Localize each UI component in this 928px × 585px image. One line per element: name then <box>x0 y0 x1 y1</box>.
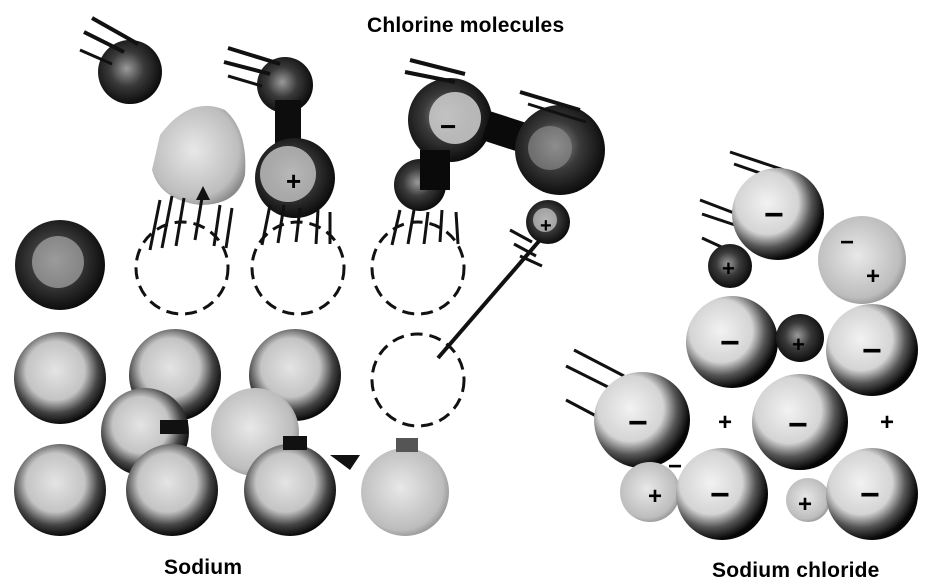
negative-sign: − <box>862 332 882 370</box>
lattice-bond <box>330 455 360 470</box>
chlorine-molecule-2: + <box>224 48 335 218</box>
lattice-bond <box>160 420 188 434</box>
lattice-bond <box>396 438 418 452</box>
vacant-site <box>372 222 464 314</box>
negative-sign: − <box>788 406 808 444</box>
chlorine-electron-cloud <box>152 106 245 205</box>
vacant-site <box>372 334 464 426</box>
sodium-chloride-crystal: − + − + − + − − + − + + − − + − <box>566 152 918 540</box>
positive-sign: + <box>798 491 812 518</box>
chlorine-atom-moving <box>80 18 162 104</box>
negative-sign: − <box>720 324 740 362</box>
negative-sign: − <box>764 196 784 234</box>
positive-sign: + <box>722 256 735 281</box>
sodium-atom <box>244 444 336 536</box>
positive-sign: + <box>880 409 894 436</box>
negative-sign: − <box>440 111 456 142</box>
sodium-atom <box>126 444 218 536</box>
sodium-atom <box>14 444 106 536</box>
sodium-atom <box>14 332 106 424</box>
chlorine-molecule-3: − <box>394 60 605 211</box>
transfer-arrow <box>438 240 540 358</box>
positive-sign: + <box>648 483 662 510</box>
positive-sign: + <box>286 166 301 196</box>
sodium-atom <box>15 220 105 310</box>
negative-sign: − <box>710 476 730 514</box>
positive-sign: + <box>718 409 732 436</box>
chloride-ion <box>818 216 906 304</box>
negative-sign: − <box>840 229 854 256</box>
positive-sign: + <box>540 215 552 237</box>
positive-sign: + <box>866 263 880 290</box>
negative-sign: − <box>860 476 880 514</box>
vacant-site <box>136 222 228 314</box>
negative-sign: − <box>628 404 648 442</box>
positive-sign: + <box>792 332 805 357</box>
sodium-atom <box>361 448 449 536</box>
lattice-bond <box>283 436 307 450</box>
